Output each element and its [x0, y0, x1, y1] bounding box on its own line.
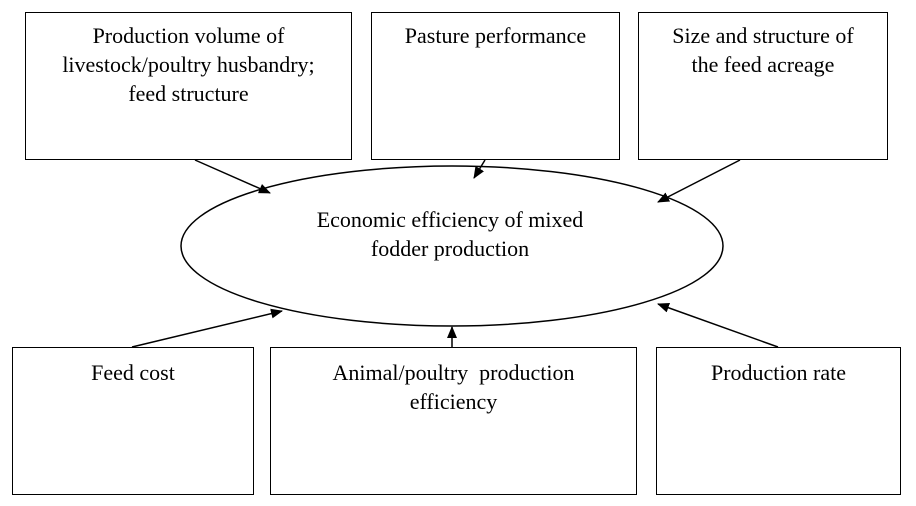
box-production-efficiency-line1: Animal/poultry production	[332, 360, 575, 385]
center-label-line2: fodder production	[370, 236, 530, 261]
box-pasture-performance: Pasture performance	[371, 12, 620, 160]
box-production-efficiency-line2: efficiency	[409, 389, 498, 414]
box-feed-acreage-line1: Size and structure of	[672, 23, 854, 48]
arrow-pasture-performance	[473, 159, 486, 179]
box-feed-cost-line1: Feed cost	[91, 360, 175, 385]
box-production-rate-line1: Production rate	[710, 360, 847, 385]
box-feed-cost: Feed cost	[12, 347, 254, 495]
box-production-volume-line2: livestock/poultry husbandry;	[62, 52, 315, 77]
box-production-rate: Production rate	[656, 347, 901, 495]
box-feed-acreage-line2: the feed acreage	[691, 52, 835, 77]
arrow-production-rate	[657, 303, 779, 348]
box-feed-acreage: Size and structure of the feed acreage	[638, 12, 888, 160]
box-production-volume-line1: Production volume of	[92, 23, 285, 48]
box-pasture-performance-line1: Pasture performance	[404, 23, 587, 48]
box-production-efficiency: Animal/poultry production efficiency	[270, 347, 637, 495]
arrow-feed-acreage	[657, 159, 741, 203]
center-label-line1: Economic efficiency of mixed	[316, 207, 584, 232]
box-production-volume: Production volume of livestock/poultry h…	[25, 12, 352, 160]
arrow-feed-cost	[131, 308, 283, 348]
box-production-volume-line3: feed structure	[128, 81, 249, 106]
center-label: Economic efficiency of mixed fodder prod…	[230, 205, 670, 263]
arrow-production-volume	[194, 159, 271, 194]
